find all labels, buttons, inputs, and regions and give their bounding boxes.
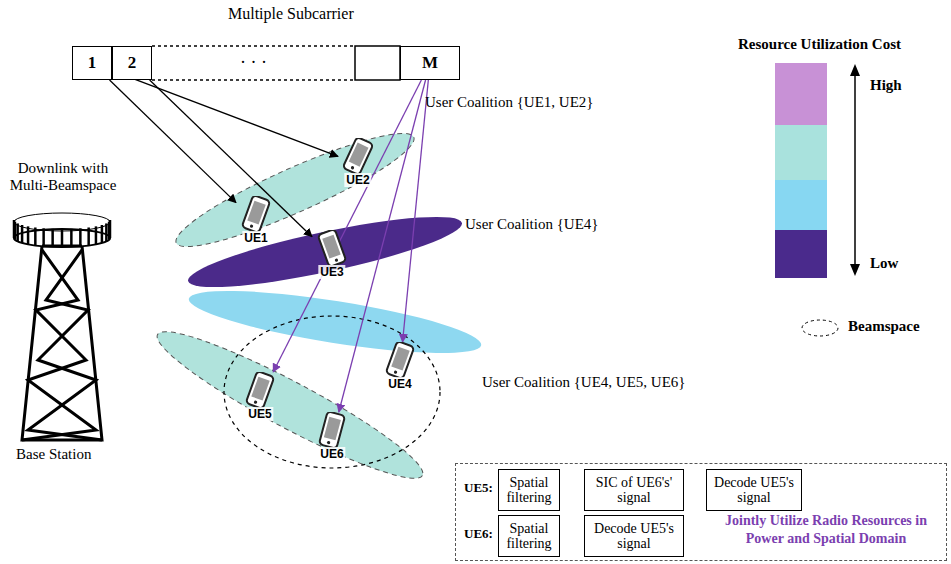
subcarrier-number: M — [422, 53, 438, 73]
coalition-label: User Coalition {UE4} — [465, 216, 599, 233]
subcarrier-number: 2 — [128, 53, 137, 73]
process-box: Spatial filtering — [498, 515, 560, 557]
user-phone: UE4 — [380, 342, 420, 394]
base-station — [14, 213, 110, 440]
legend-title: Resource Utilization Cost — [738, 36, 901, 53]
connector — [112, 71, 338, 157]
row-label: UE5: — [464, 480, 493, 496]
user-phone: UE2 — [338, 138, 378, 190]
user-phone: UE6 — [312, 412, 352, 464]
user-phone: UE1 — [236, 196, 276, 248]
connector — [110, 80, 236, 203]
scale-end: Low — [870, 255, 898, 272]
process-box: Decode UE5's signal — [584, 515, 684, 557]
step-text: Decode UE5's signal — [589, 521, 679, 552]
heading-label: Multiple Subcarrier — [228, 5, 354, 23]
user-phone: UE3 — [312, 230, 352, 282]
decoding-panel: UE5: UE6: Jointly Utilize Radio Resources … — [455, 463, 947, 561]
user-label: UE3 — [318, 265, 345, 279]
connector — [273, 80, 421, 372]
coalition-label: User Coalition {UE1, UE2} — [425, 94, 594, 111]
row-label: UE6: — [464, 526, 493, 542]
subcarrier-box: 1 — [72, 46, 112, 80]
scale-end: High — [870, 77, 902, 94]
process-box: Spatial filtering — [498, 469, 560, 511]
phone-icon — [312, 412, 352, 448]
process-box: SIC of UE6's' signal — [584, 469, 684, 511]
process-box: Decode UE5's signal — [706, 469, 802, 511]
step-text: Decode UE5's signal — [711, 475, 797, 506]
connector — [403, 80, 429, 342]
step-text: Spatial filtering — [503, 521, 555, 552]
panel-note: Jointly Utilize Radio Resources in Power… — [708, 512, 944, 548]
user-label: UE1 — [242, 231, 269, 245]
legend-text: Beamspace — [848, 318, 920, 335]
ellipsis: · · · — [240, 52, 267, 73]
phone-icon — [240, 372, 280, 408]
station-label: Base Station — [16, 446, 91, 463]
connector — [150, 80, 312, 237]
user-label: UE2 — [344, 173, 371, 187]
user-label: UE4 — [386, 377, 413, 391]
phone-icon — [338, 138, 378, 174]
phone-icon — [312, 230, 352, 266]
station-label: Downlink with Multi-Beamspace — [4, 160, 122, 195]
beamspace-sample — [802, 320, 838, 336]
subcarrier-number: 1 — [88, 53, 97, 73]
subcarrier-strip — [152, 46, 400, 80]
step-text: SIC of UE6's' signal — [589, 475, 679, 506]
phone-icon — [236, 196, 276, 232]
user-label: UE6 — [318, 447, 345, 461]
user-phone: UE5 — [240, 372, 280, 424]
step-text: Spatial filtering — [503, 475, 555, 506]
beams — [147, 117, 485, 496]
subcarrier-box: M — [400, 46, 460, 80]
phone-icon — [380, 342, 420, 378]
user-label: UE5 — [246, 407, 273, 421]
coalition-label: User Coalition {UE4, UE5, UE6} — [482, 374, 686, 391]
cost-colour-bar — [775, 63, 860, 336]
subcarrier-box: 2 — [112, 46, 152, 80]
